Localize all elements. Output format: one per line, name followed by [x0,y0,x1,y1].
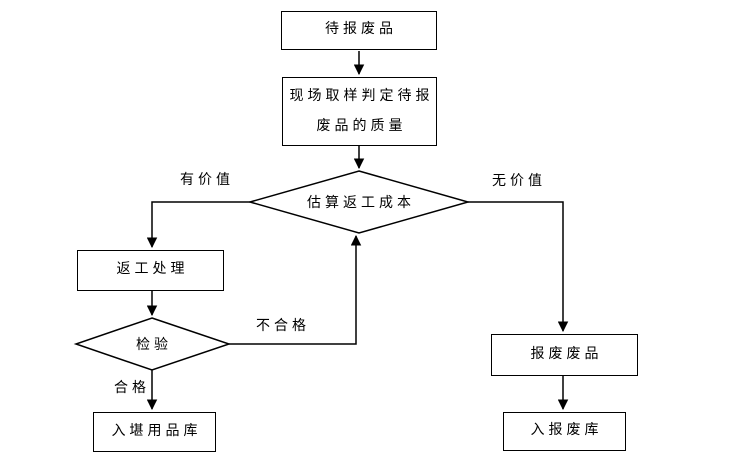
decision-label-estimate-rework: 估算返工成本 [307,196,415,211]
decision-diamond-inspection [73,317,232,371]
node-awaiting-scrap: 待报废品 [281,11,437,50]
node-scrap-store-label: 入报废库 [530,423,603,439]
node-scrap-items: 报废废品 [491,334,638,376]
node-onsite-sampling: 现场取样判定待报 废品的质量 [282,77,437,146]
node-rework-handling-label: 返工处理 [116,262,189,278]
edge-estimate-to-scrap-items [468,201,569,333]
node-scrap-store: 入报废库 [503,412,626,451]
node-rework-handling: 返工处理 [77,250,224,291]
edge-label-no-value: 无价值 [492,174,546,189]
edge-label-has-value: 有价值 [180,173,234,188]
node-usable-items-store-label: 入堪用品库 [111,423,202,439]
node-onsite-sampling-line1: 现场取样判定待报 [289,88,434,104]
node-scrap-items-label: 报废废品 [530,346,603,362]
edge-inspection-to-estimate [229,234,362,345]
edge-label-qualified: 合格 [114,381,150,396]
node-awaiting-scrap-label: 待报废品 [325,22,397,38]
edge-estimate-to-rework [146,201,250,249]
node-usable-items-store: 入堪用品库 [93,412,216,452]
decision-diamond-estimate-rework [247,170,471,234]
decision-label-inspection: 检验 [136,338,172,353]
node-onsite-sampling-line2: 废品的质量 [316,118,407,134]
edge-label-unqualified: 不合格 [256,319,310,334]
